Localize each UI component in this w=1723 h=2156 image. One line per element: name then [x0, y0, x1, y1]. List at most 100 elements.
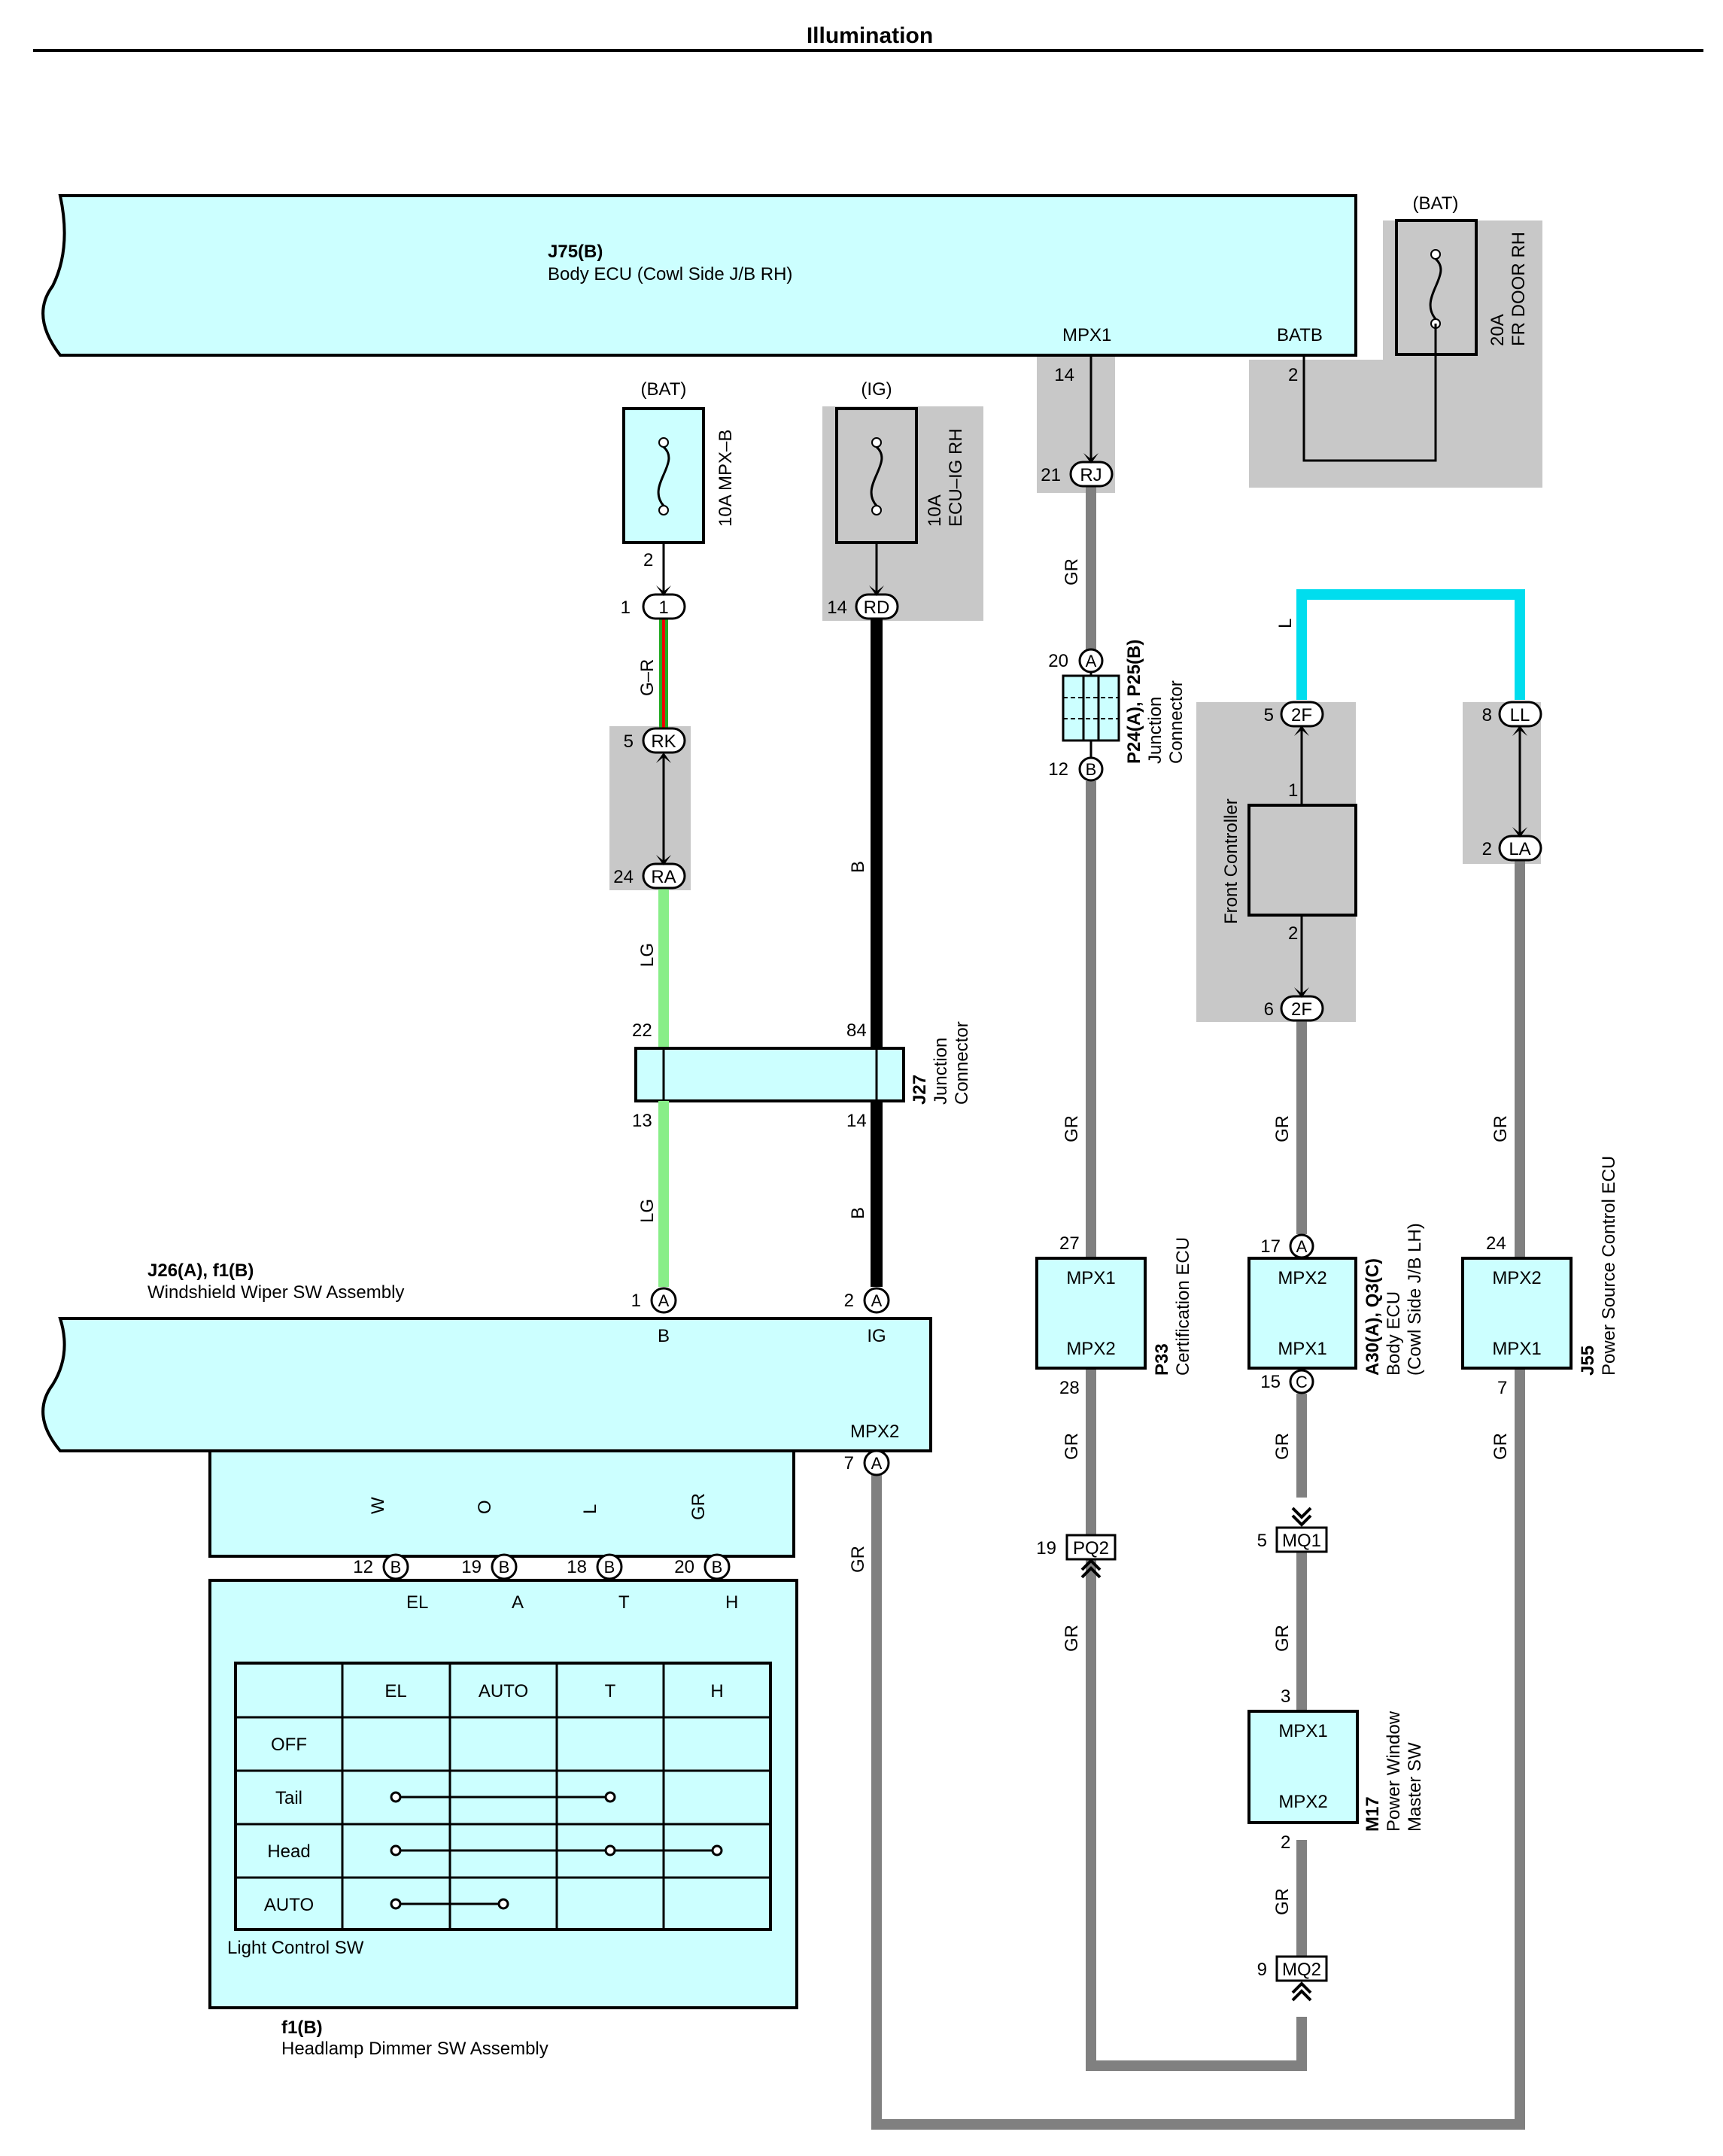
front-controller-name: Front Controller	[1221, 798, 1241, 924]
a30-code: A30(A), Q3(C)	[1363, 1258, 1383, 1376]
table-row-label: OFF	[271, 1735, 307, 1755]
j55-code: J55	[1578, 1346, 1598, 1376]
double-chevron-connector-icon	[1291, 1982, 1312, 2002]
pin-mpx2: MPX2	[1492, 1268, 1541, 1288]
wire-label: GR	[1272, 1625, 1293, 1652]
m17-line2: Master SW	[1405, 1742, 1425, 1832]
fuse-supply-label: (BAT)	[1413, 193, 1459, 214]
wire-label: GR	[1491, 1433, 1511, 1460]
j27-line2: Connector	[952, 1021, 972, 1105]
terminal-label: A	[512, 1592, 524, 1613]
connector-id: LA	[1509, 839, 1530, 859]
connector-id: 2F	[1291, 999, 1312, 1020]
pin-number: 22	[632, 1020, 652, 1041]
wire-labels: G–R LG LG B B GR GR GR GR GR GR GR GR GR…	[368, 558, 1511, 1915]
terminal-label: H	[725, 1592, 738, 1613]
fuse-amp: 10A	[925, 494, 945, 527]
connector-id: B	[712, 1558, 723, 1577]
title-rule	[33, 49, 1703, 52]
connector-pin: 5	[1257, 1531, 1267, 1551]
pin-number: 2	[1281, 1832, 1290, 1853]
a30-line1: Body ECU	[1384, 1291, 1404, 1376]
connector-id: LL	[1510, 705, 1530, 725]
wire-label: LG	[637, 1199, 658, 1223]
pin-number: 17	[1260, 1236, 1281, 1257]
wire-label: GR	[1062, 1115, 1082, 1142]
table-col-header: H	[710, 1681, 723, 1701]
wire-label: GR	[1491, 1115, 1511, 1142]
front-controller: Front Controller 1 2	[1221, 780, 1357, 944]
connector-pill: 1 1	[621, 593, 686, 620]
connector-pin: 5	[1264, 705, 1274, 725]
connector-id: B	[604, 1558, 615, 1577]
inline-connectors: PQ2 19 MQ1 5 MQ2 9	[1036, 1507, 1328, 2002]
wire-label: GR	[1272, 1888, 1293, 1915]
wire-label: GR	[1062, 1625, 1082, 1652]
connector-pin: 18	[567, 1557, 587, 1577]
p33-code: P33	[1152, 1343, 1172, 1376]
wiper-sw-code: J26(A), f1(B)	[147, 1260, 254, 1281]
connector-pill: RK 5	[624, 727, 686, 754]
a30-line2: (Cowl Side J/B LH)	[1405, 1223, 1425, 1376]
wire-label: L	[580, 1504, 600, 1514]
fuse-ecu-ig-rh: (IG) 10A ECU–IG RH	[835, 379, 966, 544]
connector-id: RK	[651, 731, 676, 752]
wire-label: GR	[1272, 1115, 1293, 1142]
conn-letter: A	[1296, 1237, 1308, 1256]
pin-number: 14	[846, 1111, 867, 1131]
m17-line1: Power Window	[1384, 1711, 1404, 1832]
pin-mpx1: MPX1	[1066, 1268, 1115, 1288]
pin-number: 12	[1048, 759, 1068, 780]
wire-label: G–R	[637, 659, 658, 696]
pin-ig: IG	[867, 1326, 886, 1346]
pin-mpx2: MPX2	[850, 1422, 899, 1442]
body-ecu-lh-a30: A 17 MPX2 MPX1 C 15 A30(A), Q3(C) Body E…	[1247, 1223, 1425, 1394]
dimmer-sw-terminals: B 12 B 19 B 18 B 20	[353, 1553, 731, 1580]
connector-id: B	[499, 1558, 510, 1577]
j55-name: Power Source Control ECU	[1599, 1156, 1619, 1376]
connector-pin: 12	[353, 1557, 373, 1577]
fuse-label: 10A MPX–B	[716, 430, 736, 527]
pin-number: 20	[1048, 651, 1068, 671]
conn-letter: C	[1296, 1373, 1308, 1391]
wire-label: W	[368, 1497, 388, 1514]
double-chevron-connector-icon	[1291, 1507, 1312, 1526]
connector-pill: LA 2	[1482, 835, 1542, 862]
pin-mpx1: MPX1	[1278, 1339, 1326, 1359]
connector-id: MQ1	[1282, 1531, 1321, 1551]
windshield-wiper-sw-assembly: J26(A), f1(B) Windshield Wiper SW Assemb…	[41, 1260, 932, 1558]
fuse-pin: 2	[643, 550, 653, 570]
wire-label: GR	[1062, 558, 1082, 585]
p24-code: P24(A), P25(B)	[1124, 640, 1144, 764]
terminal-label: EL	[406, 1592, 428, 1613]
pin-mpx2: MPX2	[1066, 1339, 1115, 1359]
connector-pin: 1	[621, 598, 631, 618]
j27-code: J27	[910, 1075, 930, 1105]
wiper-sw-name: Windshield Wiper SW Assembly	[147, 1282, 404, 1303]
connector-id: MQ2	[1282, 1960, 1321, 1980]
wire-label: GR	[848, 1546, 868, 1573]
connector-id: A	[658, 1291, 670, 1310]
connector-id: A	[871, 1291, 883, 1310]
power-window-master-sw-m17: 3 MPX1 MPX2 2 M17 Power Window Master SW	[1247, 1686, 1425, 1853]
connector-pill: RD 14	[827, 593, 899, 620]
connector-pin: 21	[1041, 465, 1061, 485]
pin-number: 28	[1059, 1378, 1080, 1398]
connector-id: B	[390, 1558, 402, 1577]
connector-pin: 14	[827, 598, 847, 618]
connector-id: RA	[651, 867, 676, 887]
pin-number: 27	[1059, 1233, 1080, 1254]
fuse-icon	[1429, 249, 1442, 329]
wire-label: B	[848, 1207, 868, 1219]
body-ecu-name: Body ECU (Cowl Side J/B RH)	[548, 264, 792, 284]
conn-letter: A	[1086, 652, 1097, 671]
table-row-label: AUTO	[264, 1895, 314, 1915]
connector-pin: 6	[1264, 999, 1274, 1020]
p33-name: Certification ECU	[1173, 1237, 1193, 1376]
table-col-header: EL	[384, 1681, 406, 1701]
connector-pin: 24	[613, 867, 634, 887]
wire-label: L	[1275, 619, 1296, 628]
pin-number: 7	[1497, 1378, 1507, 1398]
dimmer-sw-code: f1(B)	[281, 2018, 323, 2038]
wire-label: B	[848, 861, 868, 873]
